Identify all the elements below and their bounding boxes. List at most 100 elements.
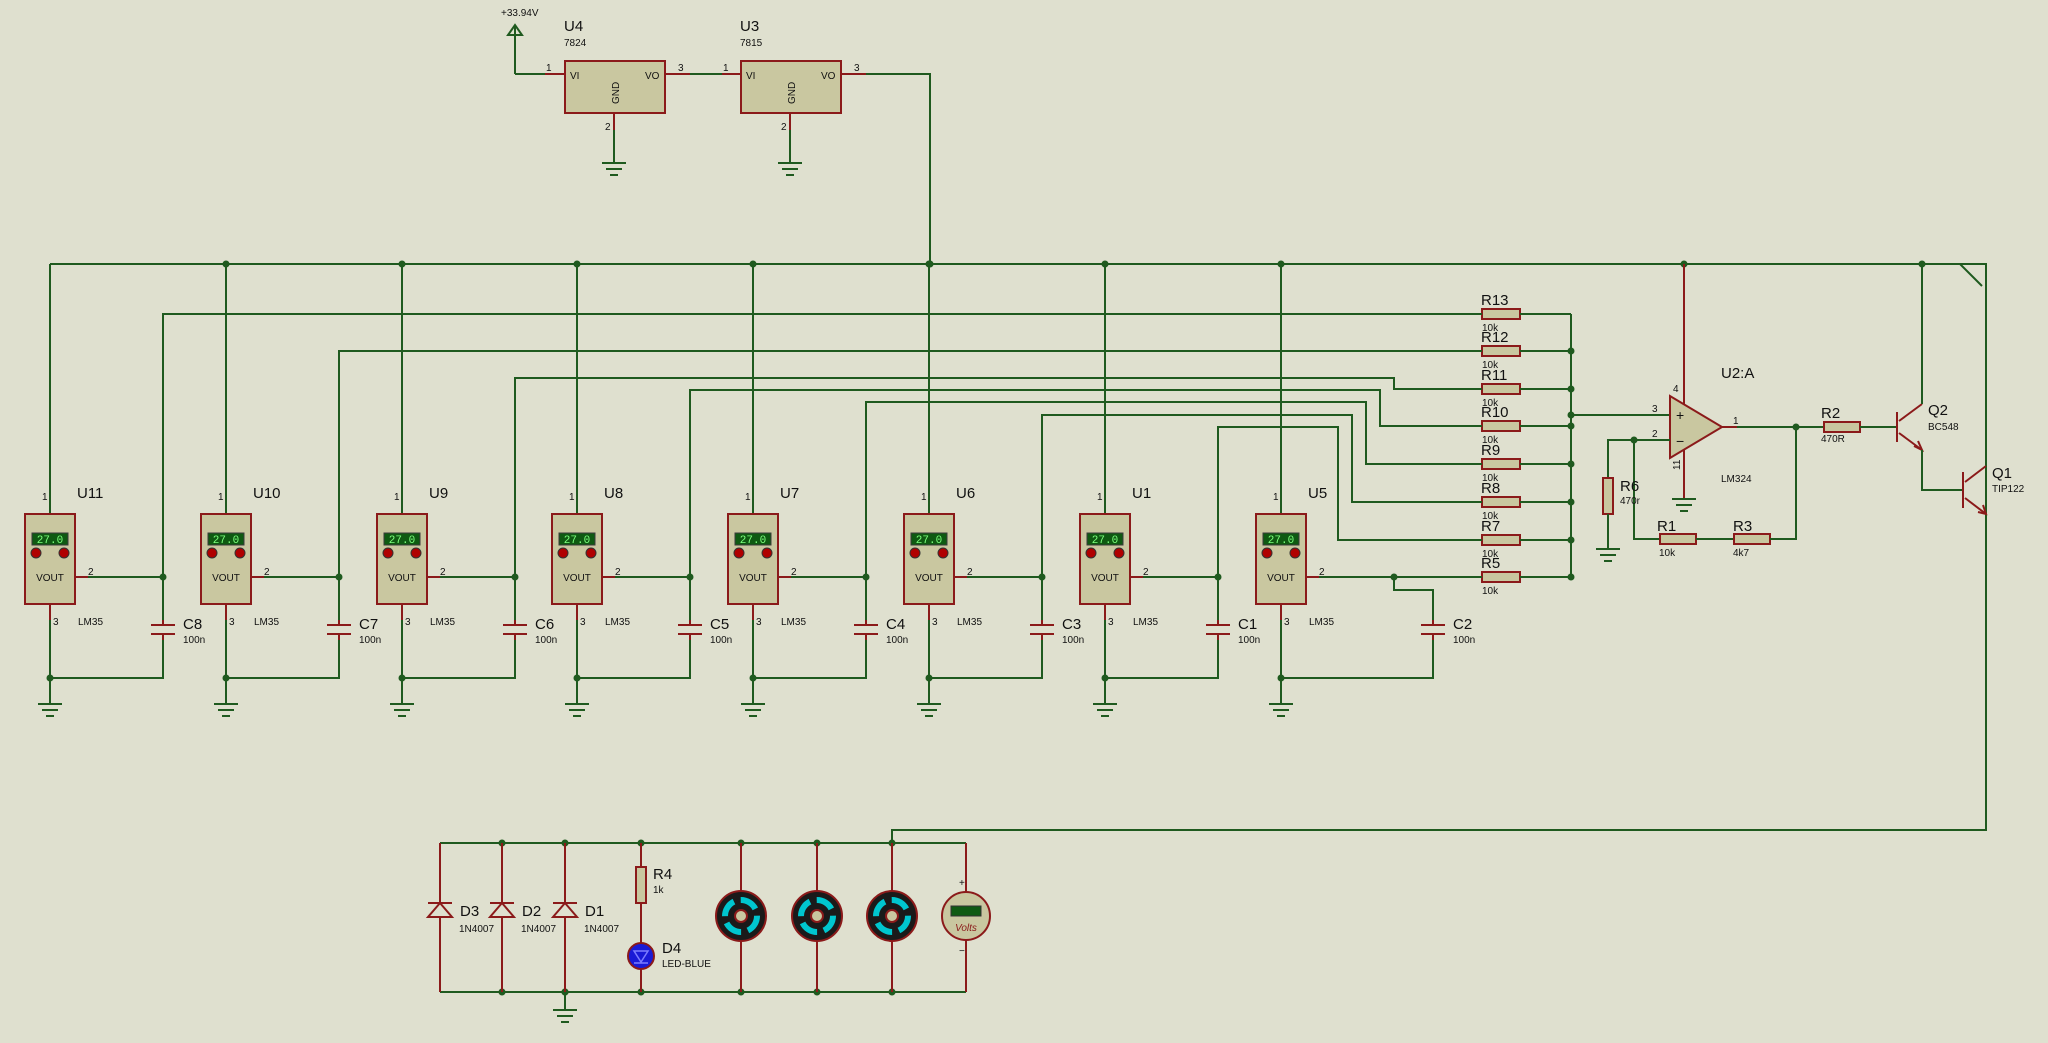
resistor-r6[interactable]: R6 470r — [1602, 477, 1641, 515]
sensor-button-down[interactable] — [382, 547, 394, 559]
led-d4[interactable]: D4 LED-BLUE — [627, 940, 711, 992]
capacitor-value: 100n — [535, 635, 557, 646]
resistor-ref: R8 — [1481, 480, 1500, 497]
sensor-button-down[interactable] — [206, 547, 218, 559]
capacitor-symbol — [678, 620, 702, 640]
fan-motor-2[interactable] — [791, 843, 843, 992]
regulator-u4[interactable]: U4 7824 VI VO GND 1 3 2 — [545, 18, 690, 133]
sensor-button-up[interactable] — [58, 547, 70, 559]
sensor-display-value: 27.0 — [1092, 535, 1118, 547]
capacitor-value: 100n — [1453, 635, 1475, 646]
sensor-pin-2: 2 — [264, 567, 270, 578]
fan-motor-1[interactable] — [715, 843, 767, 992]
main-supply-rail — [50, 263, 1987, 843]
fan-blades — [798, 897, 836, 935]
gnd-junction — [573, 674, 581, 682]
sensor-ref: U10 — [253, 485, 281, 502]
sensor-pin-2: 2 — [791, 567, 797, 578]
capacitor-ref: C2 — [1453, 616, 1472, 633]
capacitor-value: 100n — [359, 635, 381, 646]
sensor-button-up[interactable] — [1113, 547, 1125, 559]
ground-symbol-u4 — [602, 130, 626, 176]
sensor-button-up[interactable] — [585, 547, 597, 559]
sensor-part: LM35 — [78, 617, 103, 628]
wire-q2-emitter-to-q1 — [1921, 450, 1962, 491]
ground-symbol — [214, 703, 238, 717]
sensor-button-up[interactable] — [234, 547, 246, 559]
resistor-r4[interactable]: R4 1k — [635, 843, 672, 944]
sensor-body — [727, 513, 779, 605]
resistor-body — [1481, 383, 1521, 395]
sensor-button-up[interactable] — [937, 547, 949, 559]
resistor-r2[interactable]: R2 470R — [1821, 405, 1861, 445]
u4-part: 7824 — [564, 38, 587, 49]
opamp-pin-out: 1 — [1733, 416, 1739, 427]
resistor-ref: R13 — [1481, 292, 1509, 309]
q2-part: BC548 — [1928, 422, 1959, 433]
sensor-ref: U1 — [1132, 485, 1151, 502]
resistor-r1[interactable]: R1 10k — [1657, 518, 1697, 559]
fan-hub — [885, 909, 899, 923]
resistor-r3[interactable]: R3 4k7 — [1733, 518, 1771, 559]
r1-value: 10k — [1659, 548, 1676, 559]
capacitor-ref: C7 — [359, 616, 378, 633]
sensor-button-up[interactable] — [410, 547, 422, 559]
sensor-display-value: 27.0 — [213, 535, 239, 547]
r2-value: 470R — [1821, 434, 1845, 445]
transistor-q2[interactable]: Q2 BC548 — [1896, 402, 1959, 453]
sensor-pin-3: 3 — [1284, 617, 1290, 628]
sensor-button-down[interactable] — [1261, 547, 1273, 559]
voltmeter-minus: − — [959, 946, 965, 957]
sensor-pin-3: 3 — [580, 617, 586, 628]
transistor-q1[interactable]: Q1 TIP122 — [1962, 465, 2025, 516]
sensor-ref: U5 — [1308, 485, 1327, 502]
opamp-u2a[interactable]: + − U2:A LM324 3 2 1 4 11 — [1652, 264, 1754, 499]
r4-ref: R4 — [653, 866, 672, 883]
sensor-button-down[interactable] — [557, 547, 569, 559]
wire-vout — [967, 576, 1043, 620]
sensor-button-down[interactable] — [30, 547, 42, 559]
sensor-part: LM35 — [1309, 617, 1334, 628]
u3-pin-out: 3 — [854, 63, 860, 74]
rail-junction-u10 — [222, 260, 230, 268]
regulator-u3[interactable]: U3 7815 VI VO GND 1 3 2 — [722, 18, 866, 133]
r4-value: 1k — [653, 885, 665, 896]
fan-motor-3[interactable] — [866, 843, 918, 992]
voltmeter[interactable]: Volts + − — [941, 843, 991, 992]
sensor-body — [376, 513, 428, 605]
sensor-button-down[interactable] — [733, 547, 745, 559]
sensor-button-up[interactable] — [1289, 547, 1301, 559]
sensor-button-up[interactable] — [761, 547, 773, 559]
capacitor-c7[interactable]: C7 100n — [327, 616, 381, 646]
wire-vout — [1143, 576, 1219, 620]
sensor-button-down[interactable] — [1085, 547, 1097, 559]
capacitor-c2[interactable]: C2 100n — [1421, 616, 1475, 646]
sensor-button-down[interactable] — [909, 547, 921, 559]
capacitor-symbol — [1421, 620, 1445, 640]
